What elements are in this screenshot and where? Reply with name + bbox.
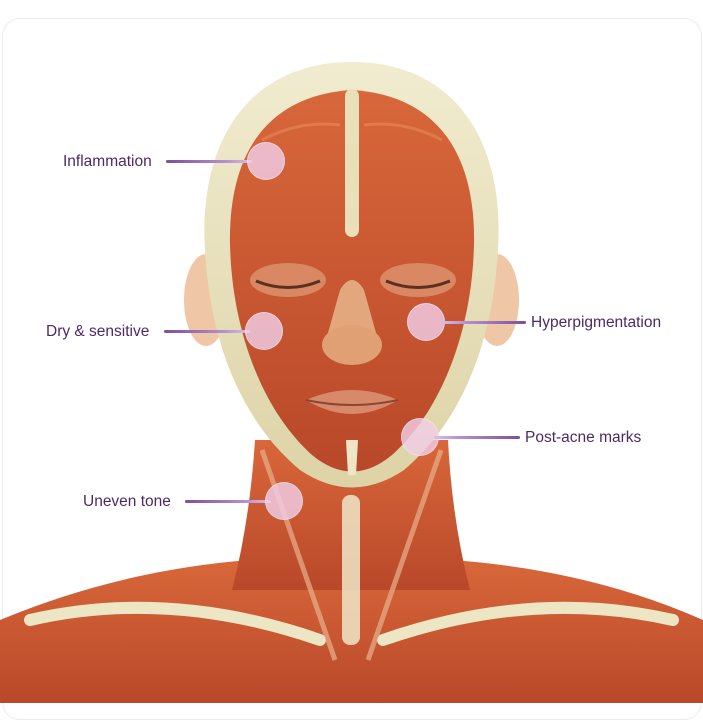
- hotspot-post-acne-marks[interactable]: [401, 418, 439, 456]
- leader-inflammation: [166, 160, 252, 163]
- clavicle-left: [24, 601, 326, 646]
- label-inflammation: Inflammation: [63, 153, 152, 170]
- facial-muscles-illustration: [0, 62, 703, 703]
- lips: [306, 390, 398, 414]
- leader-post-acne-marks: [434, 436, 520, 439]
- label-dry-sensitive: Dry & sensitive: [46, 323, 150, 340]
- hotspot-uneven-tone[interactable]: [265, 482, 303, 520]
- hotspot-inflammation[interactable]: [247, 142, 285, 180]
- leader-dry-sensitive: [164, 330, 250, 333]
- label-post-acne-marks: Post-acne marks: [525, 429, 642, 446]
- leader-uneven-tone: [185, 500, 271, 503]
- label-hyperpigmentation: Hyperpigmentation: [531, 314, 662, 331]
- leader-hyperpigmentation: [440, 321, 526, 324]
- label-uneven-tone: Uneven tone: [83, 493, 171, 510]
- clavicle-right: [377, 601, 679, 646]
- hotspot-hyperpigmentation[interactable]: [407, 303, 445, 341]
- hotspot-dry-sensitive[interactable]: [245, 312, 283, 350]
